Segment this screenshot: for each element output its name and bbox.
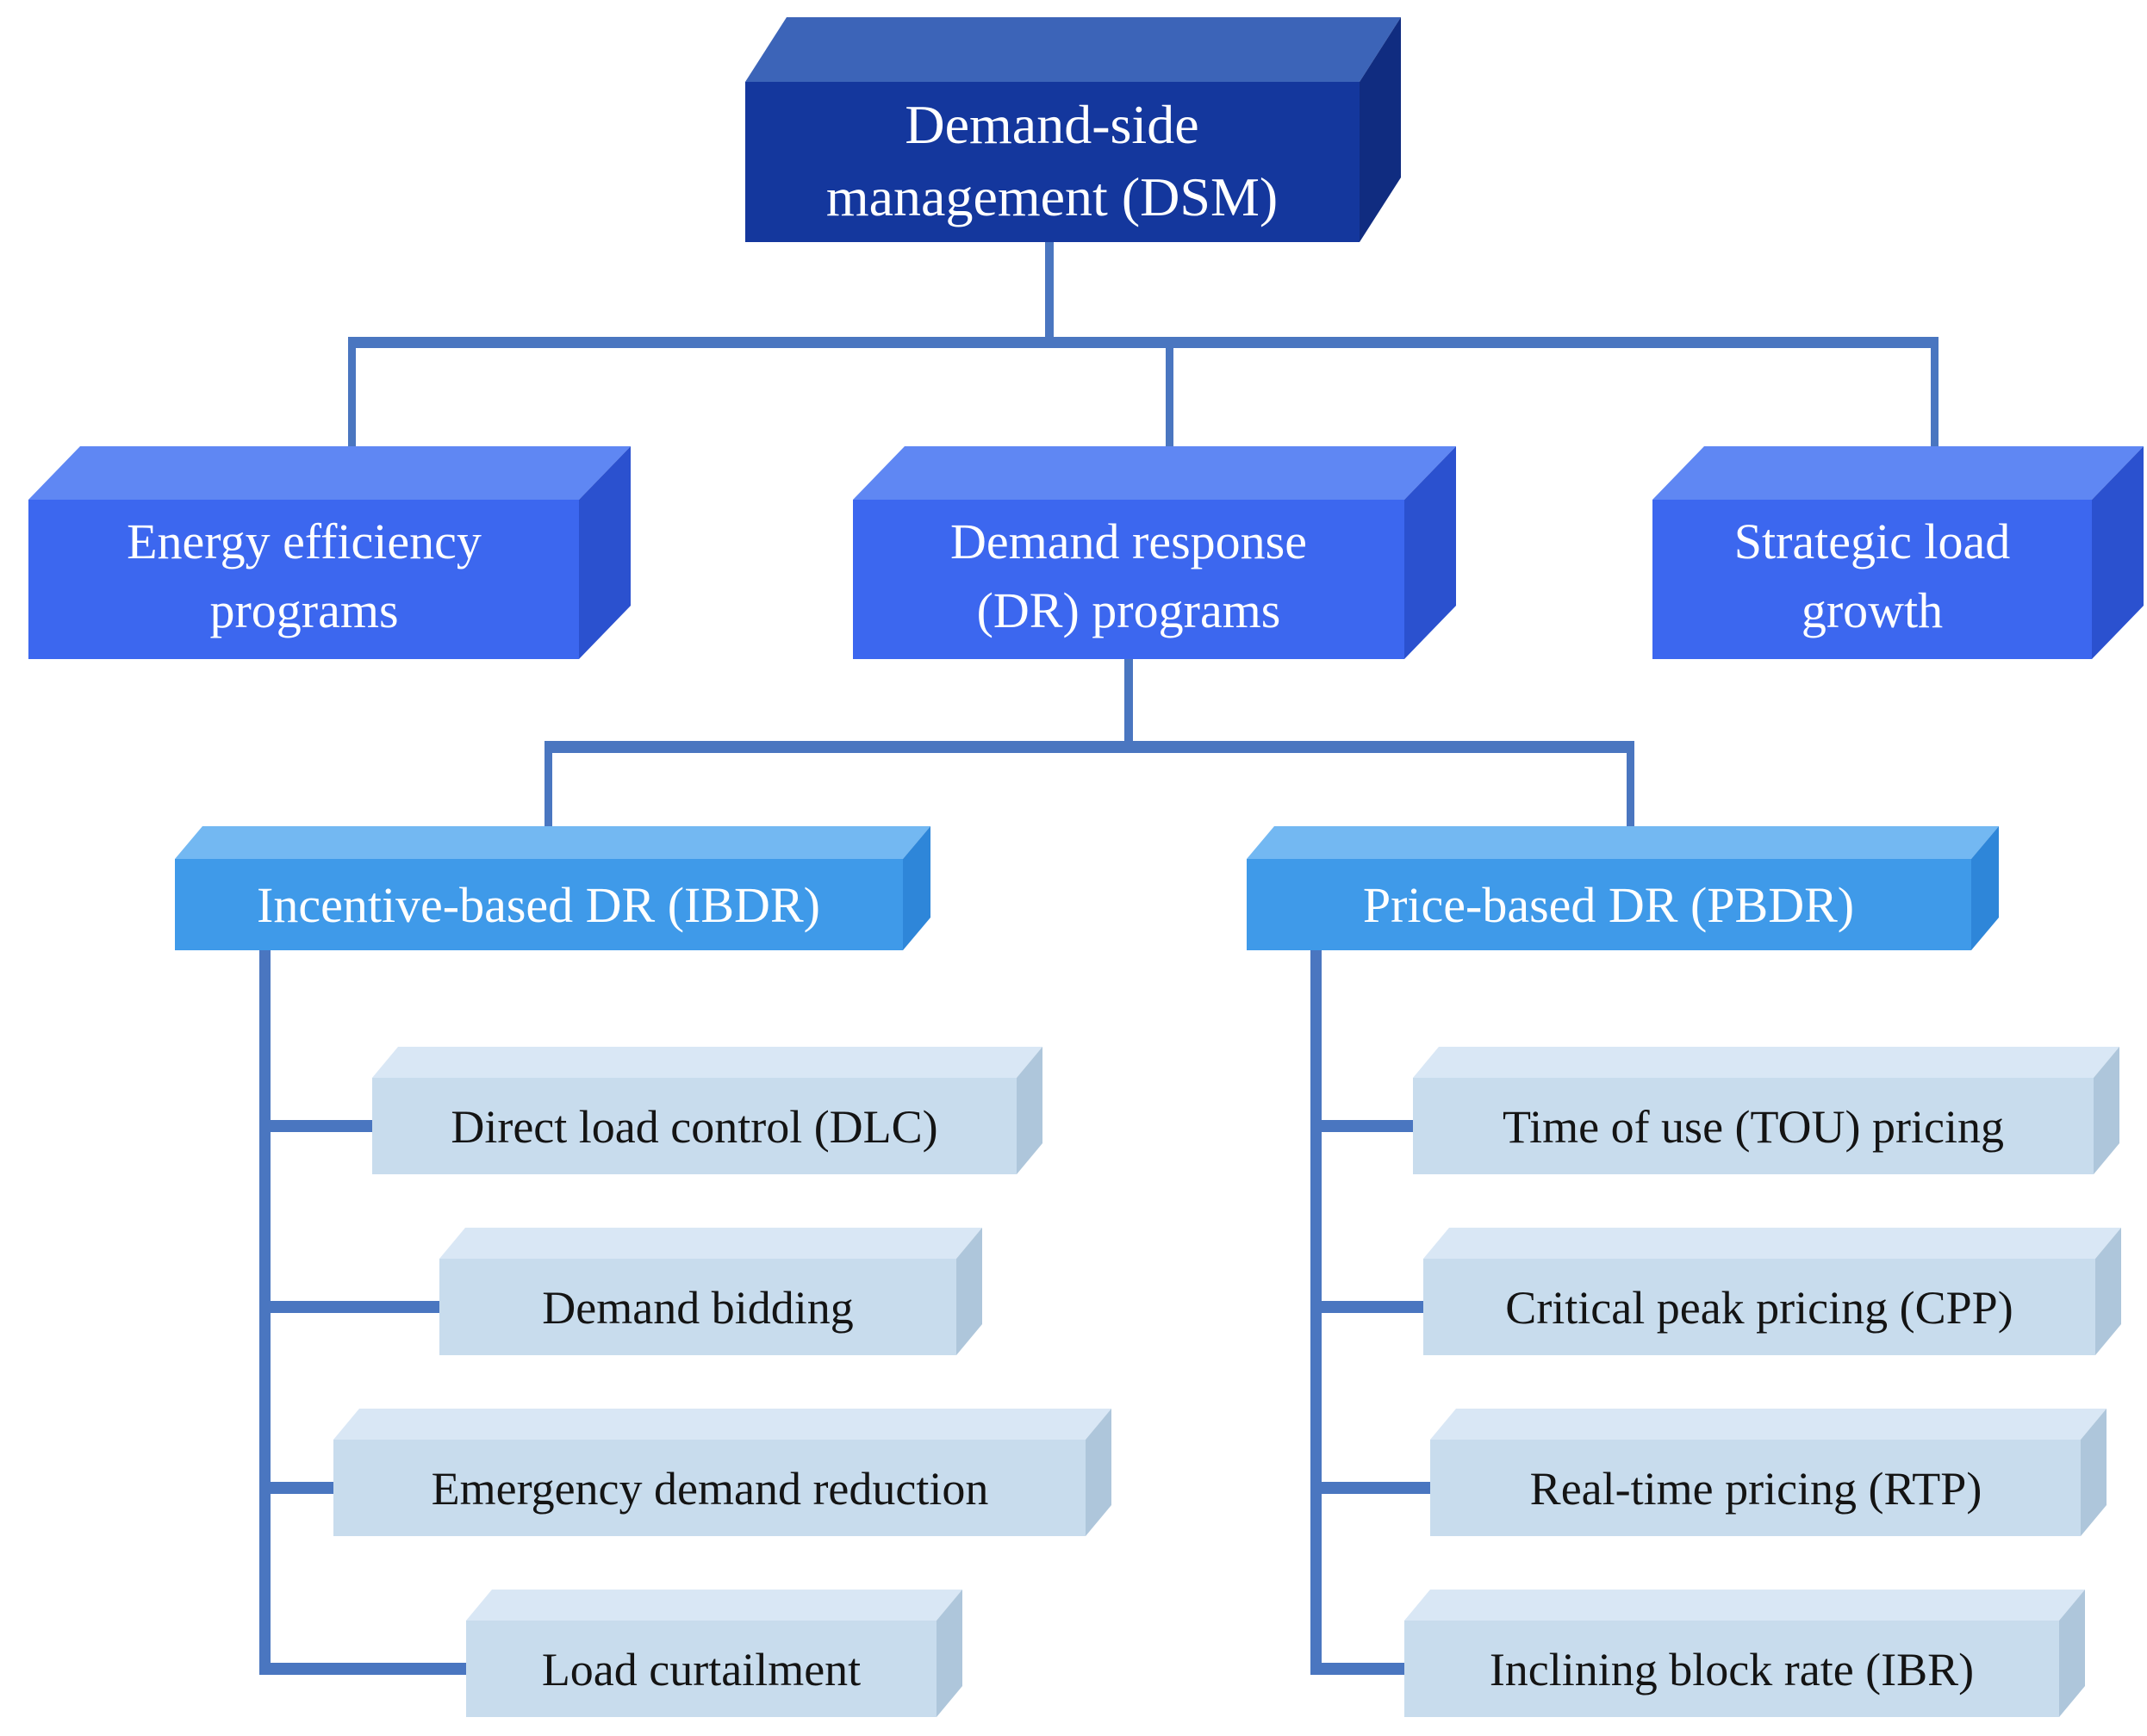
- node-dr-front-face: [853, 500, 1404, 659]
- connector-dsm-down: [1045, 242, 1054, 339]
- connector-drop-pbdr: [1627, 741, 1634, 829]
- node-demand-bidding-top-face: [439, 1228, 982, 1259]
- connector-stub-emergency: [259, 1482, 341, 1494]
- node-pbdr-top-face: [1247, 826, 1999, 859]
- node-dsm-front-face: [745, 82, 1360, 242]
- node-demand-bidding-front-face: [439, 1259, 956, 1355]
- node-dsm-side-face: [1360, 17, 1401, 242]
- node-dlc-side-face: [1017, 1047, 1042, 1174]
- node-energy-efficiency: Energy efficiency programs: [28, 446, 631, 659]
- node-cpp: Critical peak pricing (CPP): [1423, 1228, 2121, 1355]
- connector-drop-energy: [348, 348, 356, 450]
- node-load-curtailment-side-face: [937, 1590, 962, 1717]
- connector-stub-cpp: [1310, 1301, 1431, 1313]
- node-load-curtailment-top-face: [466, 1590, 962, 1621]
- node-load-curtailment-front-face: [466, 1621, 937, 1717]
- node-pbdr: Price-based DR (PBDR): [1247, 826, 1999, 950]
- node-demand-bidding-side-face: [956, 1228, 982, 1355]
- node-dlc-front-face: [372, 1078, 1017, 1174]
- node-tou: Time of use (TOU) pricing: [1413, 1047, 2119, 1174]
- node-cpp-top-face: [1423, 1228, 2121, 1259]
- node-ibr: Inclining block rate (IBR): [1404, 1590, 2085, 1717]
- node-rtp-top-face: [1430, 1409, 2107, 1440]
- node-strategic-side-face: [2092, 446, 2144, 659]
- connector-lines: [259, 242, 1939, 1675]
- node-demand-response: Demand response (DR) programs: [853, 446, 1456, 659]
- node-emergency-demand-reduction: Emergency demand reduction: [333, 1409, 1111, 1536]
- node-pbdr-front-face: [1247, 859, 1971, 950]
- node-ibdr-front-face: [175, 859, 903, 950]
- node-ibdr-side-face: [903, 826, 930, 950]
- connector-stub-dlc: [259, 1120, 380, 1132]
- node-dr-top-face: [853, 446, 1456, 500]
- node-dlc-top-face: [372, 1047, 1042, 1078]
- node-strategic-load-growth: Strategic load growth: [1652, 446, 2144, 659]
- node-dr-side-face: [1404, 446, 1456, 659]
- node-emergency-side-face: [1086, 1409, 1111, 1536]
- node-rtp: Real-time pricing (RTP): [1430, 1409, 2107, 1536]
- connector-stub-load-curtailment: [259, 1663, 474, 1675]
- node-ibr-top-face: [1404, 1590, 2085, 1621]
- connector-stub-ibr: [1310, 1663, 1412, 1675]
- node-emergency-front-face: [333, 1440, 1086, 1536]
- connector-stub-tou: [1310, 1120, 1421, 1132]
- node-rtp-side-face: [2081, 1409, 2107, 1536]
- node-energy-top-face: [28, 446, 631, 500]
- node-ibr-side-face: [2059, 1590, 2085, 1717]
- node-tou-top-face: [1413, 1047, 2119, 1078]
- connector-drop-ibdr: [545, 741, 552, 829]
- node-dsm: Demand-side management (DSM): [745, 17, 1401, 242]
- node-energy-front-face: [28, 500, 579, 659]
- connector-dr-down: [1124, 653, 1133, 741]
- node-pbdr-side-face: [1971, 826, 1999, 950]
- node-cpp-front-face: [1423, 1259, 2095, 1355]
- connector-level3-rail: [545, 741, 1634, 753]
- node-strategic-top-face: [1652, 446, 2144, 500]
- connector-drop-dr: [1166, 348, 1173, 448]
- node-dlc: Direct load control (DLC): [372, 1047, 1042, 1174]
- node-rtp-front-face: [1430, 1440, 2081, 1536]
- node-cpp-side-face: [2095, 1228, 2121, 1355]
- node-load-curtailment: Load curtailment: [466, 1590, 962, 1717]
- node-ibr-front-face: [1404, 1621, 2059, 1717]
- node-ibdr-top-face: [175, 826, 930, 859]
- node-ibdr: Incentive-based DR (IBDR): [175, 826, 930, 950]
- node-demand-bidding: Demand bidding: [439, 1228, 982, 1355]
- node-tou-side-face: [2094, 1047, 2119, 1174]
- connector-level2-rail: [348, 337, 1939, 348]
- node-energy-side-face: [579, 446, 631, 659]
- node-dsm-top-face: [745, 17, 1401, 82]
- node-emergency-top-face: [333, 1409, 1111, 1440]
- connector-stub-demand-bidding: [259, 1301, 447, 1313]
- node-tou-front-face: [1413, 1078, 2094, 1174]
- node-strategic-front-face: [1652, 500, 2092, 659]
- connector-drop-strategic: [1931, 348, 1939, 450]
- connector-stub-rtp: [1310, 1482, 1438, 1494]
